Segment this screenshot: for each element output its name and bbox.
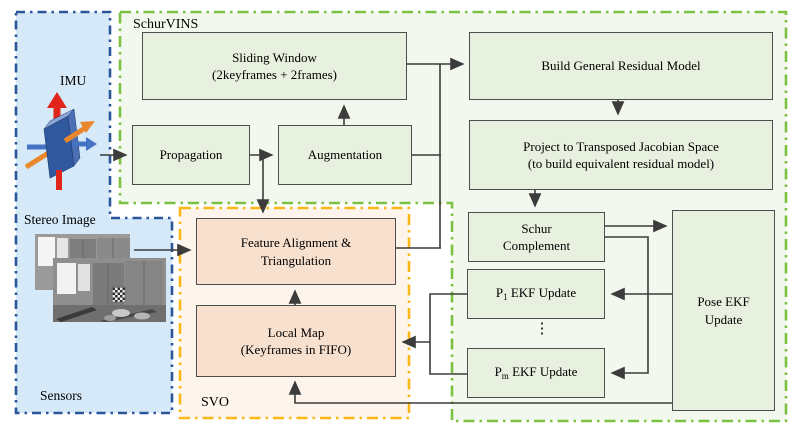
- p1-label-subscript: 1: [503, 292, 508, 303]
- feature-alignment-box: Feature Alignment & Triangulation: [196, 218, 396, 285]
- project-jacobian-box: Project to Transposed Jacobian Space (to…: [469, 120, 773, 190]
- schur-complement-box: Schur Complement: [468, 212, 605, 262]
- sensors-region-label: Sensors: [40, 388, 83, 403]
- build-residual-model-box: Build General Residual Model: [469, 32, 773, 100]
- augmentation-box: Augmentation: [278, 125, 412, 185]
- p1-label-suffix: EKF Update: [507, 285, 577, 301]
- pm-ekf-update-box: Pm EKF Update: [467, 348, 605, 398]
- imu-label: IMU: [60, 73, 87, 88]
- propagation-box: Propagation: [132, 125, 250, 185]
- sliding-window-box: Sliding Window (2keyframes + 2frames): [142, 32, 407, 100]
- p1-ekf-update-box: P1 EKF Update: [467, 269, 605, 319]
- schurvins-region-label: SchurVINS: [133, 17, 199, 32]
- p1-label-prefix: P: [495, 285, 504, 301]
- local-map-box: Local Map (Keyframes in FIFO): [196, 305, 396, 377]
- pm-label-suffix: EKF Update: [508, 364, 578, 380]
- svo-region-label: SVO: [201, 395, 230, 410]
- imu-icon: [24, 92, 97, 190]
- pose-ekf-update-box: Pose EKF Update: [672, 210, 775, 411]
- pm-label-subscript: m: [501, 371, 509, 382]
- pm-label-prefix: P: [494, 364, 502, 380]
- ekf-ellipsis: ⋮: [534, 321, 550, 337]
- stereo-image-thumbnail: [35, 234, 166, 322]
- stereo-image-label: Stereo Image: [24, 212, 96, 227]
